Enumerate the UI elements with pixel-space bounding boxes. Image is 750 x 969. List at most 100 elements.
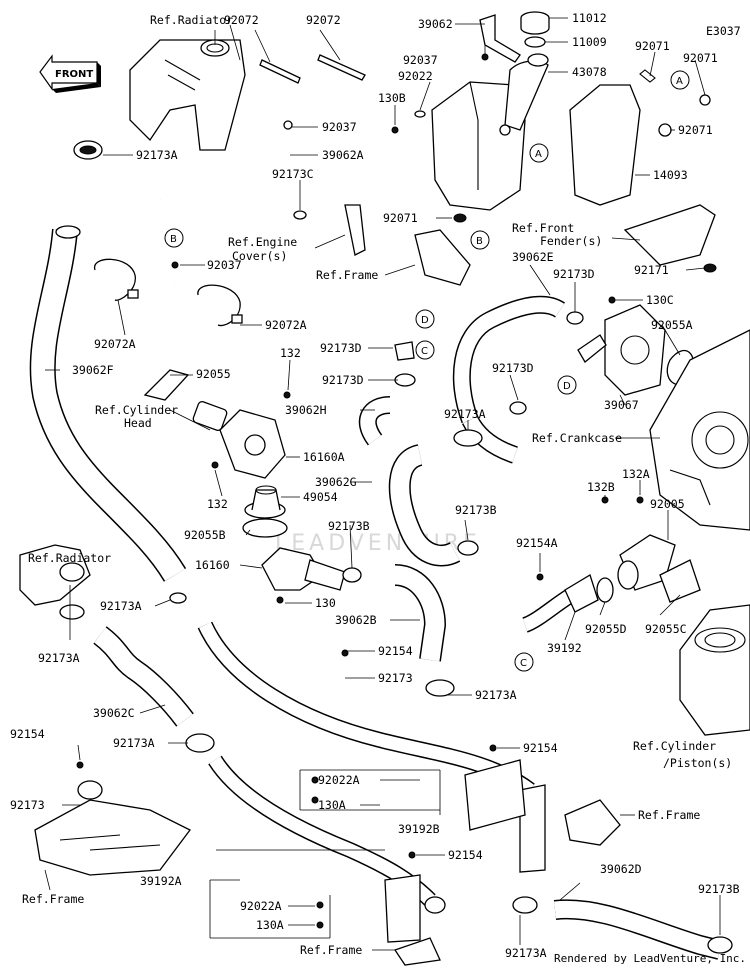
label-39192b: 39192B	[398, 822, 440, 836]
label-92055d: 92055D	[585, 622, 627, 636]
circle-ref-a-1: A	[529, 143, 549, 163]
label-43078: 43078	[572, 65, 607, 79]
label-ref-frame-3: Ref.Frame	[22, 892, 84, 906]
label-132b: 132B	[587, 480, 615, 494]
label-39062e: 39062E	[512, 250, 554, 264]
label-92154-b: 92154	[523, 741, 558, 755]
label-14093: 14093	[653, 168, 688, 182]
label-92055c: 92055C	[645, 622, 687, 636]
label-39067: 39067	[604, 398, 639, 412]
reservoir-tank-drawing	[431, 14, 549, 211]
label-92037-a: 92037	[403, 53, 438, 67]
label-92037-b: 92037	[322, 120, 357, 134]
label-ref-radiator-left: Ref.Radiator	[28, 551, 111, 565]
label-132a: 132A	[622, 467, 650, 481]
housing-16160	[261, 547, 346, 591]
label-130a-2: 130A	[256, 918, 284, 932]
label-ref-cyl-head2: Head	[124, 416, 152, 430]
label-ref-engine-cover2: Cover(s)	[232, 249, 287, 263]
svg-text:C: C	[421, 346, 428, 357]
label-92173a-7: 92173A	[505, 946, 547, 960]
crankcase-drawing	[649, 329, 750, 531]
label-92071-a: 92071	[635, 39, 670, 53]
label-39062b: 39062B	[335, 613, 377, 627]
thermostat-housing-16160a	[219, 409, 286, 479]
label-130a-1: 130A	[318, 798, 346, 812]
label-92005: 92005	[650, 497, 685, 511]
label-11012: 11012	[572, 11, 607, 25]
label-ref-front-fender2: Fender(s)	[540, 234, 602, 248]
cover-14093-drawing	[569, 69, 711, 206]
label-39062d: 39062D	[600, 862, 642, 876]
label-ref-front-fender: Ref.Front	[512, 221, 574, 235]
label-39062h: 39062H	[285, 403, 327, 417]
label-92055b: 92055B	[184, 528, 226, 542]
band-clamp-92072a-1	[94, 258, 139, 301]
circle-ref-c-2: C	[514, 652, 534, 672]
label-39062f: 39062F	[72, 363, 114, 377]
clamp-92173d-d	[509, 401, 527, 415]
gasket-92055c	[659, 559, 701, 603]
label-49054: 49054	[303, 490, 338, 504]
circle-ref-a-2: A	[670, 70, 690, 90]
label-16160: 16160	[195, 558, 230, 572]
label-39062c: 39062C	[93, 706, 135, 720]
label-92173a-2: 92173A	[444, 407, 486, 421]
clip-92173c	[293, 210, 307, 220]
label-92173-b: 92173	[10, 798, 45, 812]
frame-right-drawing	[564, 799, 621, 846]
label-92173-a: 92173	[378, 671, 413, 685]
label-ref-engine-cover: Ref.Engine	[228, 235, 297, 249]
oring-92055d	[596, 577, 614, 603]
front-fender-bracket	[623, 204, 716, 266]
clamp-92173b-a	[457, 540, 479, 556]
label-ref-radiator-top: Ref.Radiator	[150, 13, 233, 27]
grommet-92071	[453, 213, 467, 223]
label-92173a-6: 92173A	[113, 736, 155, 750]
label-130c: 130C	[646, 293, 674, 307]
label-39062g: 39062G	[315, 475, 357, 489]
label-92173b-3: 92173B	[698, 882, 740, 896]
clamp-92173a-top	[73, 140, 103, 160]
label-92071-b: 92071	[683, 51, 718, 65]
label-16160a: 16160A	[303, 450, 345, 464]
svg-text:B: B	[476, 236, 483, 247]
zip-tie-92072-b	[317, 54, 366, 81]
circle-ref-b-1: B	[470, 230, 490, 250]
label-39062a: 39062A	[322, 148, 364, 162]
label-92072-a: 92072	[224, 13, 259, 27]
zip-tie-92072-a	[259, 59, 301, 84]
label-92173d-1: 92173D	[553, 267, 595, 281]
label-130b: 130B	[378, 91, 406, 105]
label-92154-d: 92154	[448, 848, 483, 862]
label-92173b-1: 92173B	[328, 519, 370, 533]
thermostat-49054	[244, 485, 286, 519]
label-92071-c: 92071	[678, 123, 713, 137]
clamp-92173d-a	[394, 341, 415, 361]
label-92154-c: 92154	[10, 727, 45, 741]
part-labels: E3037 Ref.Radiator 92072 92072 39062 110…	[10, 11, 746, 965]
label-92173a-1: 92173A	[136, 148, 178, 162]
label-ref-frame-4: Ref.Frame	[300, 943, 362, 957]
cylinder-head-gasket	[143, 369, 228, 431]
clamp-92173a-mid	[453, 429, 483, 447]
leader-lines	[44, 17, 721, 951]
label-92173c: 92173C	[272, 167, 314, 181]
label-39062: 39062	[418, 17, 453, 31]
svg-text:C: C	[520, 658, 527, 669]
clamp-92173a-f	[169, 592, 187, 604]
label-92173d-4: 92173D	[492, 361, 534, 375]
label-92173a-5: 92173A	[475, 688, 517, 702]
svg-text:B: B	[170, 234, 177, 245]
label-ref-cyl-head: Ref.Cylinder	[95, 403, 178, 417]
label-92154a: 92154A	[516, 536, 558, 550]
circle-ref-d-1: D	[415, 309, 435, 329]
svg-text:D: D	[563, 381, 571, 392]
svg-text:A: A	[535, 149, 542, 160]
circle-ref-b-2: B	[164, 228, 184, 248]
radiator-left-drawing	[19, 544, 91, 620]
washer-92022	[414, 110, 426, 118]
clamp-92173a-c	[425, 679, 455, 697]
